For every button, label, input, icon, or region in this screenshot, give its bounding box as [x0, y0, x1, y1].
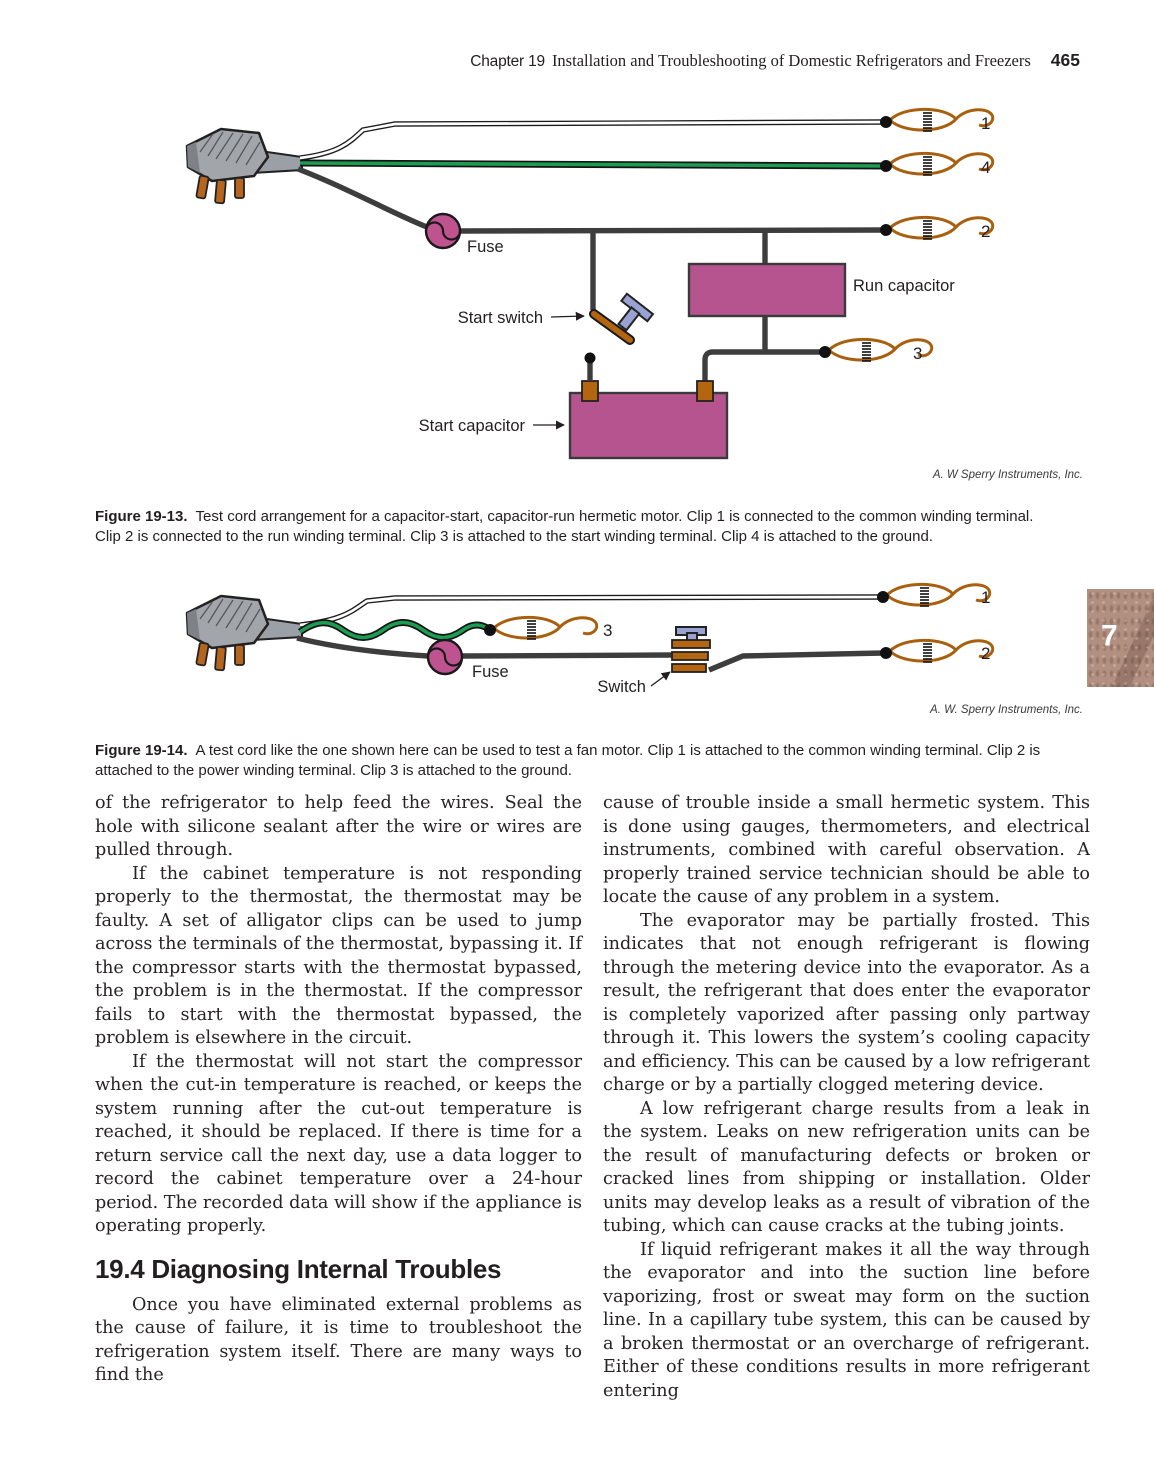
- body-right-column: cause of trouble inside a small hermetic…: [603, 792, 1090, 1403]
- alligator-clip-1: [875, 582, 992, 608]
- paragraph: A low refrigerant charge results from a …: [603, 1098, 1090, 1237]
- chapter-tab-number: 7: [1101, 619, 1118, 653]
- start-capacitor-label: Start capacitor: [419, 417, 526, 435]
- paragraph: If the cabinet temperature is not respon…: [95, 863, 582, 1049]
- figure-19-13-caption: Figure 19-13.Test cord arrangement for a…: [95, 507, 1063, 546]
- clip-1-label: 1: [981, 588, 990, 607]
- alligator-clip-2: [878, 638, 995, 664]
- alligator-clip-1: [878, 107, 995, 133]
- power-plug-icon: [185, 127, 304, 205]
- figure-19-14-diagram: Fuse Switch 1 2 3: [185, 582, 995, 696]
- alligator-clip-4: [878, 151, 995, 177]
- dark-wire: [296, 635, 429, 659]
- fuse-label: Fuse: [467, 238, 504, 256]
- start-switch-arrow: [550, 311, 585, 321]
- caption-label: Figure 19-13.: [95, 508, 188, 525]
- clip-4-label: 4: [981, 158, 990, 177]
- start-switch-handle-icon: [617, 292, 655, 332]
- loose-lead-tip: [584, 352, 596, 364]
- section-heading: 19.4 Diagnosing Internal Troubles: [95, 1253, 502, 1284]
- fuse-icon: [426, 638, 464, 676]
- fuse-icon: [424, 212, 462, 250]
- start-capacitor-left-terminal: [581, 380, 599, 402]
- chapter-title: Installation and Troubleshooting of Dome…: [551, 51, 1031, 70]
- caption-text: Test cord arrangement for a capacitor-st…: [95, 508, 1034, 545]
- start-switch-label: Start switch: [458, 309, 543, 327]
- body-left-column: of the refrigerator to help feed the wir…: [95, 792, 582, 1388]
- white-wire: [299, 119, 887, 161]
- switch-label: Switch: [597, 678, 646, 696]
- start-capacitor: [568, 391, 729, 460]
- clip-2-label: 2: [981, 644, 990, 663]
- start-capacitor-wire: [702, 349, 823, 388]
- switch-icon: [671, 626, 711, 673]
- dark-wire: [297, 166, 428, 230]
- paragraph: If liquid refrigerant makes it all the w…: [603, 1239, 1090, 1401]
- paragraph: If the thermostat will not start the com…: [95, 1051, 582, 1237]
- figure-19-13-diagram: Fuse Start switch Run capacitor Start ca…: [185, 107, 995, 460]
- paragraph: cause of trouble inside a small hermetic…: [603, 793, 1090, 907]
- clip-3-label: 3: [603, 621, 612, 640]
- alligator-clip-3: [482, 615, 599, 641]
- clip-1-label: 1: [981, 114, 990, 133]
- run-capacitor: [687, 262, 847, 318]
- figure-19-14-caption: Figure 19-14.A test cord like the one sh…: [95, 741, 1063, 780]
- paragraph: of the refrigerator to help feed the wir…: [95, 793, 582, 860]
- alligator-clip-2: [878, 215, 995, 241]
- caption-label: Figure 19-14.: [95, 742, 188, 759]
- clip-3-label: 3: [913, 344, 922, 363]
- paragraph: Once you have eliminated external proble…: [95, 1294, 582, 1386]
- run-capacitor-label: Run capacitor: [853, 277, 955, 295]
- page-header: Chapter 19 Installation and Troubleshoot…: [470, 50, 1080, 71]
- fuse-label: Fuse: [472, 663, 509, 681]
- clip-2-label: 2: [981, 222, 990, 241]
- figure-19-13-credit: A. W Sperry Instruments, Inc.: [932, 469, 1083, 481]
- page-number: 465: [1050, 50, 1080, 70]
- switch-arrow: [650, 671, 671, 687]
- chapter-label: Chapter 19: [470, 53, 545, 70]
- figure-19-14-credit: A. W. Sperry Instruments, Inc.: [930, 704, 1083, 716]
- power-plug-icon: [185, 594, 304, 672]
- paragraph: The evaporator may be partially frosted.…: [603, 910, 1090, 1096]
- start-capacitor-right-terminal: [696, 380, 714, 402]
- caption-text: A test cord like the one shown here can …: [95, 742, 1041, 779]
- chapter-tab: 7: [1087, 589, 1154, 687]
